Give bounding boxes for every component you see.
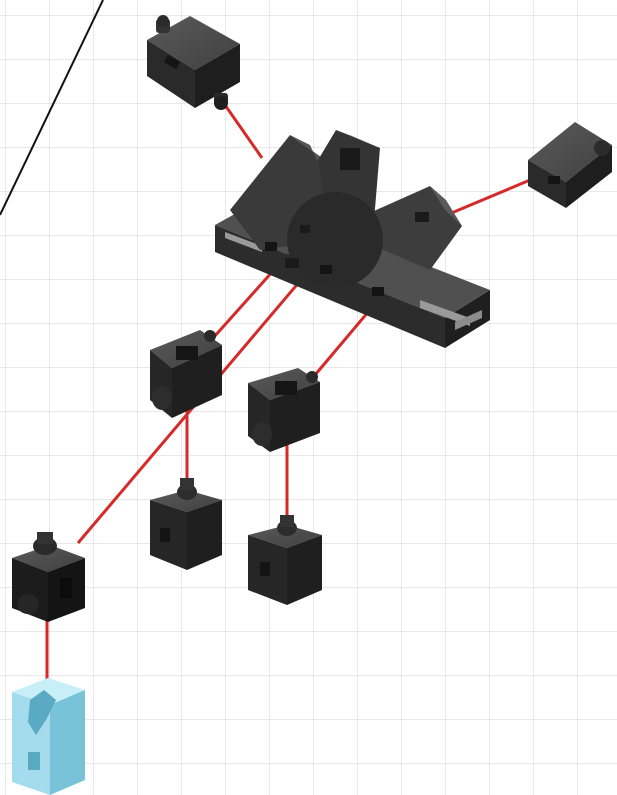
- right-cube: [528, 122, 612, 208]
- slot-icon: [160, 528, 170, 542]
- slot-icon: [28, 690, 56, 735]
- segment-right: [365, 186, 462, 270]
- cube-left-face: [147, 40, 195, 108]
- pin-head-icon: [252, 422, 272, 446]
- bottom-left-cube: [12, 532, 85, 622]
- top-cube: [147, 15, 240, 110]
- blue-part: [12, 678, 85, 795]
- connector-top-cube: [223, 104, 264, 159]
- pin-head-icon: [152, 386, 172, 410]
- slot-icon: [275, 381, 297, 395]
- reference-line: [0, 0, 104, 216]
- angular-base: [215, 130, 490, 348]
- cube-right-face: [195, 44, 240, 108]
- slot-icon: [176, 346, 198, 360]
- pin-head-icon: [157, 15, 169, 27]
- slot-icon: [372, 287, 384, 296]
- lower-left-cube: [150, 478, 222, 570]
- pin-head-icon: [17, 594, 39, 614]
- slot-icon: [260, 562, 270, 576]
- cube-top-face: [147, 16, 240, 70]
- slot-icon: [340, 148, 360, 170]
- mid-left-cube: [150, 330, 222, 418]
- pin-head-icon: [594, 140, 610, 156]
- slot-icon: [163, 55, 181, 69]
- hub: [287, 192, 383, 288]
- slot-icon: [548, 176, 560, 184]
- slot-icon: [28, 752, 40, 770]
- slot-icon: [320, 265, 332, 274]
- lower-right-cube: [248, 515, 322, 605]
- mid-right-cube: [248, 368, 320, 452]
- slot-icon: [265, 242, 277, 251]
- slot-icon: [60, 578, 72, 598]
